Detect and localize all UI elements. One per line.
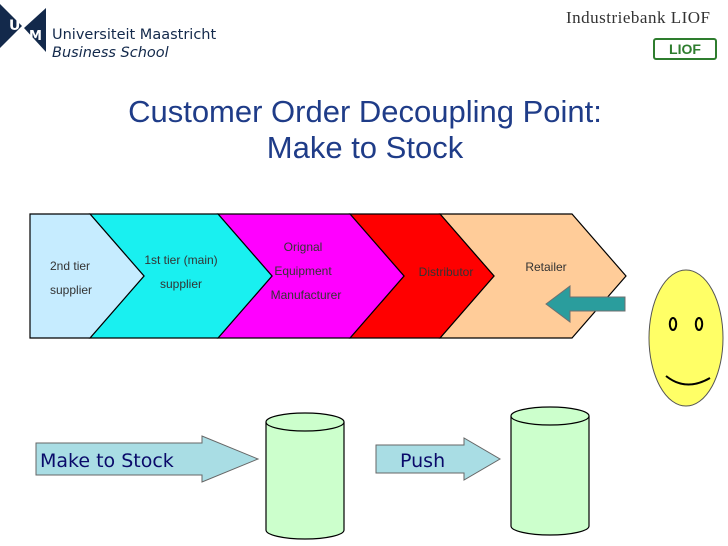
stage-retailer-label: Retailer <box>525 260 566 274</box>
push-label: Push <box>400 450 445 472</box>
university-name: Universiteit Maastricht Business School <box>52 26 216 62</box>
partner-name: Industriebank LIOF <box>566 8 711 27</box>
title-line1: Customer Order Decoupling Point: <box>128 94 602 129</box>
partner-badge-label: LIOF <box>669 41 701 57</box>
stage-oem-label-3: Manufacturer <box>271 288 342 302</box>
slide-title: Customer Order Decoupling Point: Make to… <box>60 94 670 166</box>
stage-second-tier-shape <box>29 213 145 339</box>
university-name-line2: Business School <box>52 45 169 61</box>
stage-second-tier-label-2: supplier <box>50 283 92 297</box>
make-to-stock-arrow <box>35 435 260 483</box>
stage-distributor-label: Distributor <box>419 265 474 279</box>
customer-smiley-icon <box>648 269 724 407</box>
university-name-line1: Universiteit Maastricht <box>52 27 217 43</box>
stage-first-tier-label-2: supplier <box>160 277 202 291</box>
stage-first-tier-label-1: 1st tier (main) <box>144 253 217 267</box>
svg-text:M: M <box>29 29 42 44</box>
push-arrow <box>375 437 501 481</box>
customer-order-arrow <box>545 285 626 323</box>
stock-buffer-1-icon <box>265 412 345 540</box>
university-logo: U M <box>0 0 46 64</box>
stock-buffer-2-icon <box>510 406 590 536</box>
make-to-stock-label: Make to Stock <box>40 450 174 472</box>
stage-oem-label-1: Orignal <box>284 240 323 254</box>
title-line2: Make to Stock <box>266 130 464 165</box>
svg-text:U: U <box>9 18 20 34</box>
stage-oem-label-2: Equipment <box>274 264 332 278</box>
partner-logo: LIOF <box>653 38 717 60</box>
stage-second-tier-label-1: 2nd tier <box>50 259 90 273</box>
